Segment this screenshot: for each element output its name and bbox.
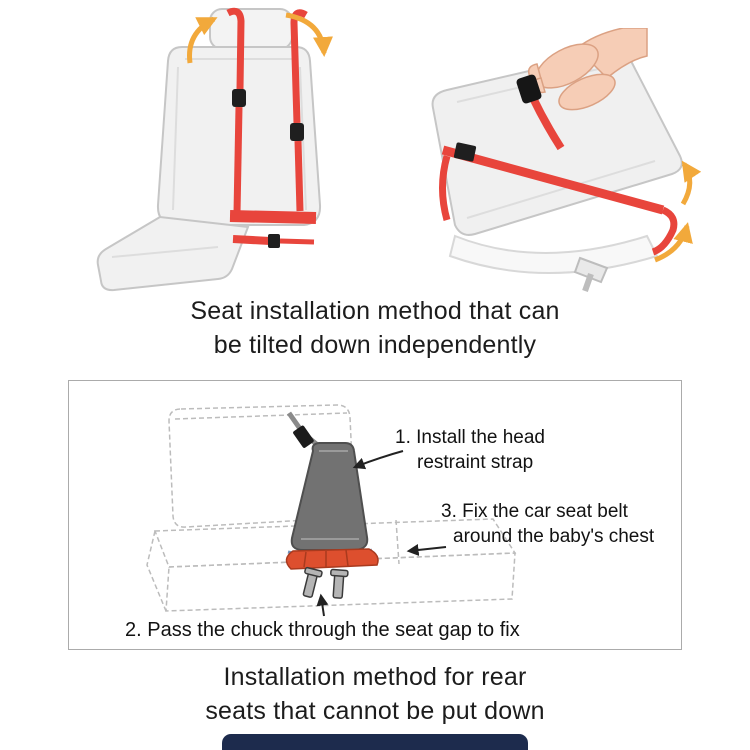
- hands-icon: [516, 28, 648, 111]
- strap-buckle-icon: [293, 425, 314, 448]
- step2-annotation: 2. Pass the chuck through the seat gap t…: [125, 619, 520, 641]
- buckle-icon: [290, 123, 304, 141]
- tilted-seat-illustration: [431, 28, 702, 292]
- top-caption-line1: Seat installation method that can: [190, 297, 560, 325]
- step1-line2: restraint strap: [417, 452, 534, 473]
- step3-line1: 3. Fix the car seat belt: [441, 501, 628, 522]
- seatbelt-buckle-icon: [573, 256, 609, 292]
- buckle-icon: [232, 89, 246, 107]
- step1-arrow-icon: [352, 450, 404, 470]
- step2-arrow-icon: [316, 593, 329, 617]
- step3-annotation: 3. Fix the car seat belt around the baby…: [441, 499, 654, 549]
- front-seat-illustration: [96, 7, 333, 292]
- bottom-caption-line2: seats that cannot be put down: [205, 697, 545, 725]
- adjuster-icon: [453, 142, 477, 162]
- adjuster-icon: [268, 234, 280, 248]
- footer-banner: [222, 734, 528, 750]
- step3-line2: around the baby's chest: [453, 526, 655, 547]
- step1-line1: 1. Install the head: [395, 427, 545, 448]
- curved-arrow-icon: [654, 222, 693, 263]
- bottom-caption-line1: Installation method for rear: [223, 663, 527, 691]
- clip-icon: [516, 74, 542, 104]
- step3-arrow-icon: [406, 544, 447, 556]
- rear-seat-diagram-box: 1. Install the head restraint strap 3. F…: [68, 380, 682, 650]
- step1-annotation: 1. Install the head restraint strap: [395, 425, 545, 475]
- chuck-icons: [302, 566, 349, 599]
- lower-cushion-shape: [448, 234, 659, 274]
- top-caption-line2: be tilted down independently: [213, 331, 537, 359]
- seat-wedge: [285, 548, 379, 570]
- child-pad-back: [290, 442, 369, 551]
- red-straps: [226, 7, 317, 248]
- headrest-shape: [209, 8, 293, 50]
- seat-cushion-shape: [96, 215, 250, 292]
- red-strap: [439, 96, 678, 256]
- bottom-caption: Installation method for rear seats that …: [0, 660, 750, 728]
- curved-arrow-icon: [187, 16, 218, 64]
- rear-bench-illustration: [146, 404, 517, 617]
- curved-arrow-icon: [680, 160, 702, 206]
- top-caption: Seat installation method that can be til…: [0, 294, 750, 362]
- curved-arrow-icon: [285, 12, 333, 57]
